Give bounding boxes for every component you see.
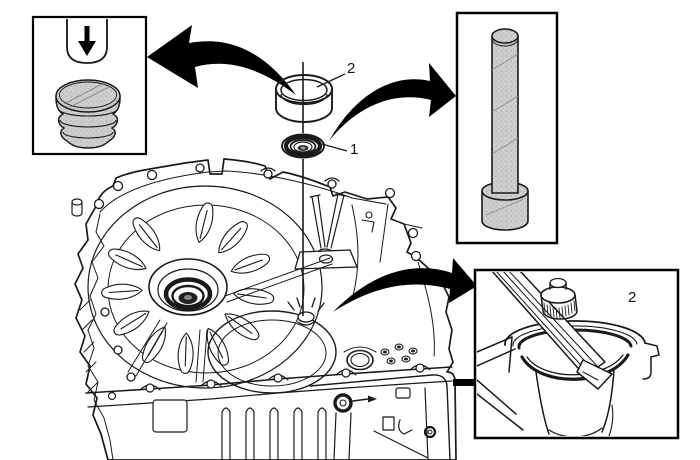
seal-cup-part-2 <box>275 74 333 123</box>
inset-plug-box <box>31 15 148 156</box>
flange-bolt-holes <box>93 163 422 382</box>
breather-boss <box>71 198 83 217</box>
curved-arrow-to-tool-inset-icon <box>329 63 456 141</box>
plug-illustration <box>55 79 121 149</box>
inset-install-box <box>473 268 680 440</box>
case-outline <box>74 158 457 460</box>
valve-body-flange-rail <box>85 363 453 408</box>
shaft-seal-part-1 <box>281 133 325 159</box>
lower-case-structures <box>152 374 451 460</box>
bracket-detail <box>361 211 423 233</box>
curved-arrow-to-install-inset-icon <box>333 258 477 312</box>
left-edge-hatching <box>79 299 99 393</box>
callout-label-seal-cup: 2 <box>347 60 356 77</box>
installer-tube <box>66 19 108 64</box>
callout-label-shaft-seal: 1 <box>350 141 359 158</box>
inset-connector-line <box>453 379 475 386</box>
seal-bore <box>287 297 325 326</box>
curved-arrow-to-plug-inset-icon <box>147 25 296 95</box>
callout-label-inset-seal: 2 <box>628 289 637 306</box>
transmission-case-drawing <box>71 158 457 460</box>
round-port <box>343 346 377 371</box>
inset-tool-box <box>455 11 559 245</box>
thin-right-arrow-icon <box>368 395 377 403</box>
driver-tool-illustration <box>481 28 529 231</box>
converter-hub <box>148 258 228 316</box>
down-arrow-icon <box>78 26 96 56</box>
knurled-collar <box>540 277 578 320</box>
detail-boss <box>333 393 377 413</box>
stud-cluster <box>380 343 418 365</box>
bell-opening <box>87 185 323 389</box>
install-closeup-illustration <box>477 272 660 436</box>
